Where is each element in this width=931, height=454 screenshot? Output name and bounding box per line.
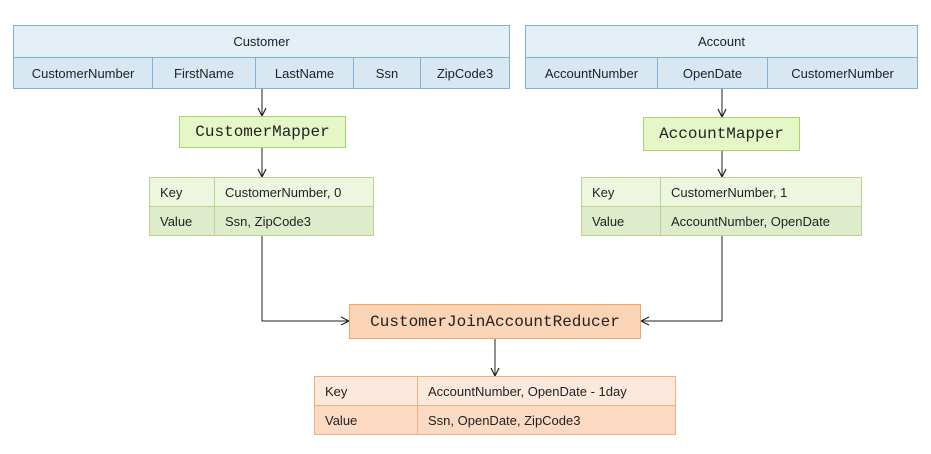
account-col-accountnumber: AccountNumber xyxy=(525,57,658,89)
output-kv-key-value: AccountNumber, OpenDate - 1day xyxy=(417,376,676,406)
output-kv-table: Key AccountNumber, OpenDate - 1day Value… xyxy=(314,376,676,435)
account-col-customernumber: CustomerNumber xyxy=(767,57,918,89)
customer-kv-value-value: Ssn, ZipCode3 xyxy=(214,206,374,236)
account-kv-value-value: AccountNumber, OpenDate xyxy=(660,206,862,236)
account-kv-key-value: CustomerNumber, 1 xyxy=(660,177,862,207)
arrow-account-kv-to-reducer xyxy=(641,236,723,321)
customer-kv-table: Key CustomerNumber, 0 Value Ssn, ZipCode… xyxy=(149,177,374,236)
customer-kv-key-label: Key xyxy=(149,177,215,207)
customer-col-zipcode3: ZipCode3 xyxy=(420,57,510,89)
customer-kv-key-value: CustomerNumber, 0 xyxy=(214,177,374,207)
account-kv-value-label: Value xyxy=(581,206,661,236)
customer-table-title: Customer xyxy=(13,25,510,58)
account-col-opendate: OpenDate xyxy=(657,57,768,89)
output-kv-value-label: Value xyxy=(314,405,418,435)
account-kv-table: Key CustomerNumber, 1 Value AccountNumbe… xyxy=(581,177,862,236)
customer-col-ssn: Ssn xyxy=(353,57,421,89)
output-kv-value-value: Ssn, OpenDate, ZipCode3 xyxy=(417,405,676,435)
account-table: Account AccountNumber OpenDate CustomerN… xyxy=(525,25,918,89)
customer-col-firstname: FirstName xyxy=(152,57,256,89)
customer-kv-value-label: Value xyxy=(149,206,215,236)
account-table-title: Account xyxy=(525,25,918,58)
customer-col-lastname: LastName xyxy=(255,57,354,89)
account-mapper-box: AccountMapper xyxy=(643,117,800,151)
customer-col-customernumber: CustomerNumber xyxy=(13,57,153,89)
arrow-customer-kv-to-reducer xyxy=(261,236,349,321)
customer-mapper-box: CustomerMapper xyxy=(179,116,346,148)
account-kv-key-label: Key xyxy=(581,177,661,207)
customer-table: Customer CustomerNumber FirstName LastNa… xyxy=(13,25,510,89)
reducer-box: CustomerJoinAccountReducer xyxy=(349,304,641,339)
output-kv-key-label: Key xyxy=(314,376,418,406)
